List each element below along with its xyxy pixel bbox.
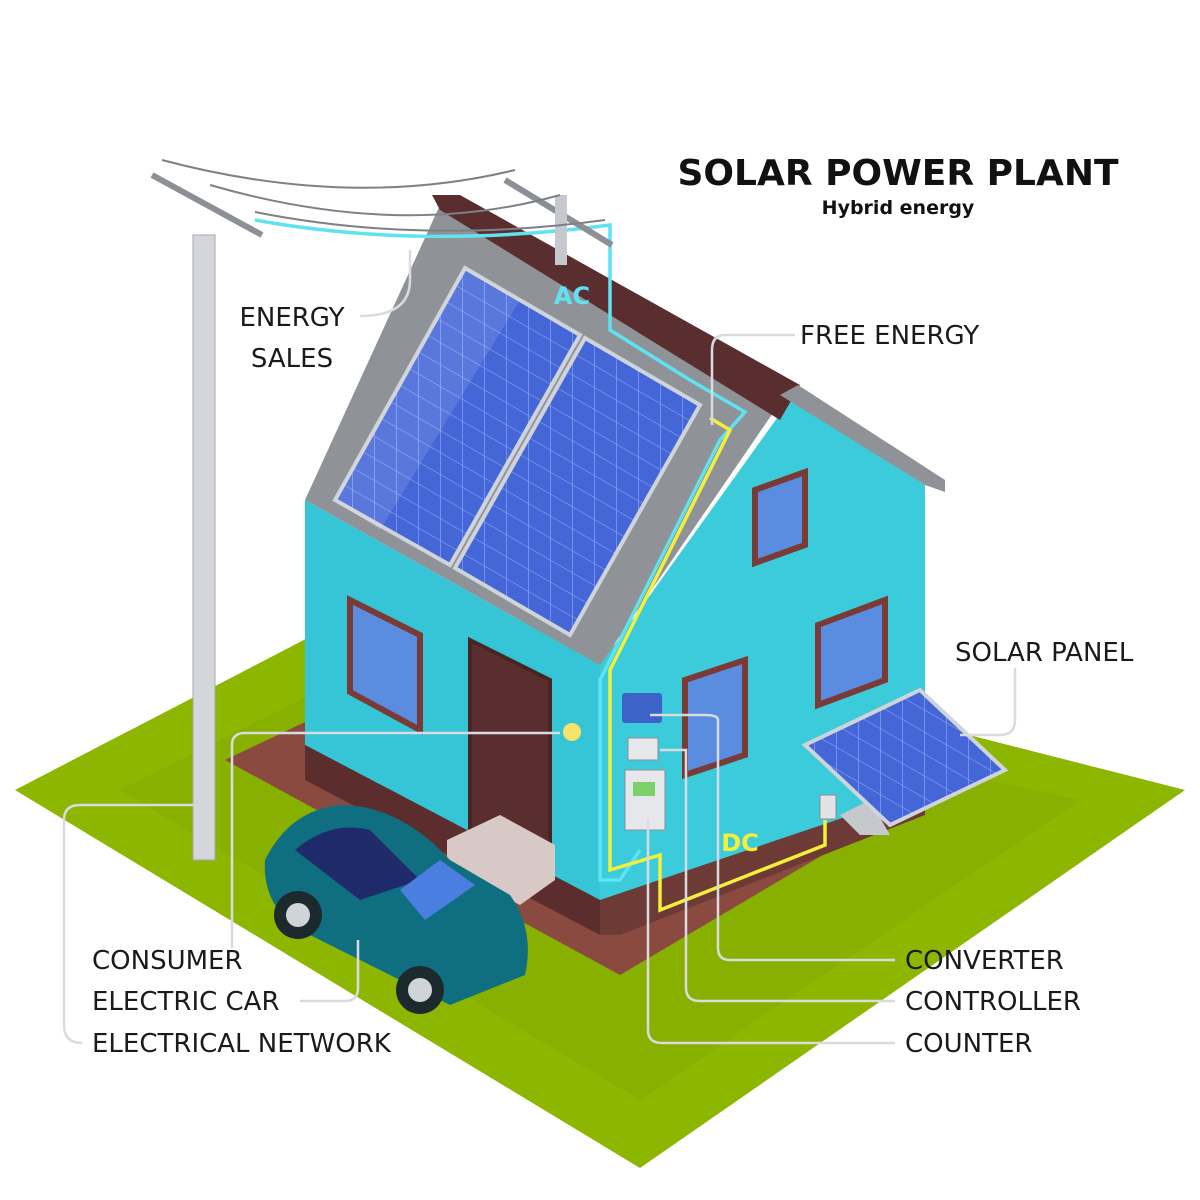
page-subtitle: Hybrid energy xyxy=(822,197,975,219)
window xyxy=(347,595,423,736)
label-counter: COUNTER xyxy=(905,1029,1032,1059)
window xyxy=(815,595,888,710)
utility-pole xyxy=(150,159,614,861)
label-converter: CONVERTER xyxy=(905,946,1064,976)
label-ac: AC xyxy=(554,282,590,310)
electric-car xyxy=(264,805,528,1014)
power-wires xyxy=(161,159,606,232)
label-controller: CONTROLLER xyxy=(905,987,1081,1017)
roof-solar-panels xyxy=(332,265,703,638)
roof-ridge xyxy=(432,195,800,420)
dc-line xyxy=(608,416,827,913)
label-energy-sales-line2: SALES xyxy=(251,344,333,374)
label-free-energy: FREE ENERGY xyxy=(800,321,979,351)
label-solar-panel: SOLAR PANEL xyxy=(955,638,1134,668)
counter-device xyxy=(624,769,666,831)
label-consumer: CONSUMER xyxy=(92,946,243,976)
front-step xyxy=(447,815,555,905)
window xyxy=(752,467,808,568)
converter-device xyxy=(622,693,662,723)
label-dc: DC xyxy=(721,829,759,857)
ac-line xyxy=(254,218,748,882)
label-electric-car: ELECTRIC CAR xyxy=(92,987,280,1017)
ground-solar-panel xyxy=(801,687,1009,835)
light-bulb-icon xyxy=(563,723,581,741)
windows xyxy=(347,467,888,780)
leader-lines xyxy=(62,250,1017,1045)
label-electrical-network: ELECTRICAL NETWORK xyxy=(92,1029,392,1059)
label-energy-sales-line1: ENERGY xyxy=(239,303,344,333)
page-title: SOLAR POWER PLANT xyxy=(678,153,1119,194)
controller-device xyxy=(627,737,659,761)
